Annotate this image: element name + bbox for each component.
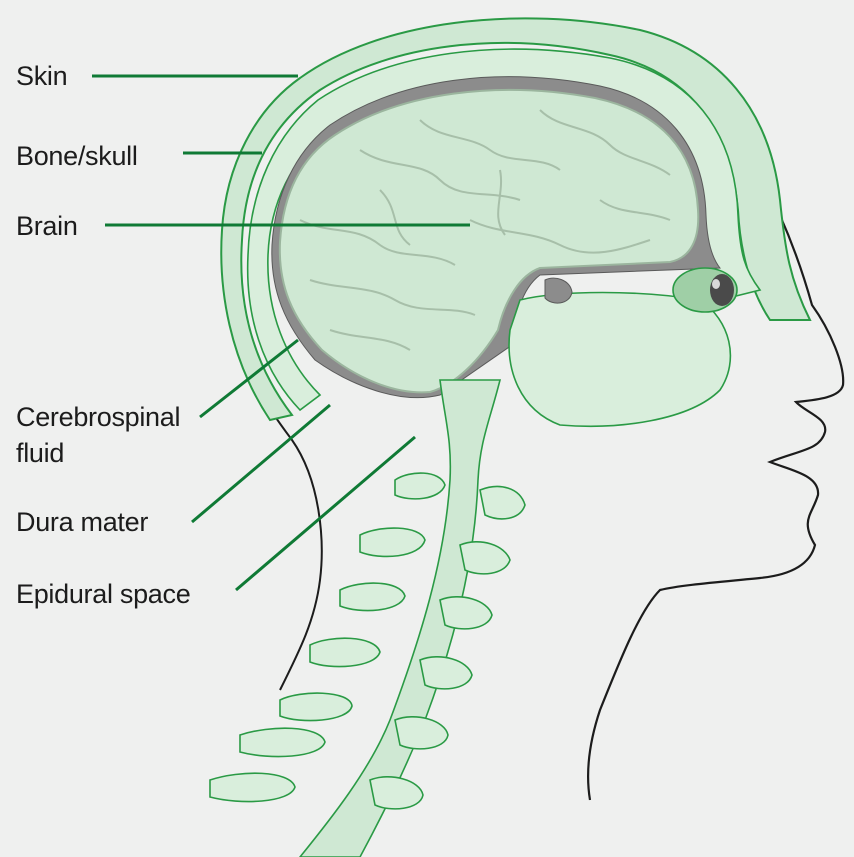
- label-brain: Brain: [16, 208, 78, 244]
- label-cerebrospinal: Cerebrospinal: [16, 399, 180, 435]
- eye: [673, 268, 737, 312]
- leader-dura: [192, 405, 330, 522]
- pituitary: [545, 278, 572, 303]
- label-fluid: fluid: [16, 435, 64, 471]
- vertebrae: [210, 473, 525, 809]
- label-epidural-space: Epidural space: [16, 576, 190, 612]
- leader-epidural: [236, 437, 415, 590]
- label-bone-skull: Bone/skull: [16, 138, 138, 174]
- facial-bones: [509, 293, 730, 427]
- label-skin: Skin: [16, 58, 67, 94]
- label-dura-mater: Dura mater: [16, 504, 148, 540]
